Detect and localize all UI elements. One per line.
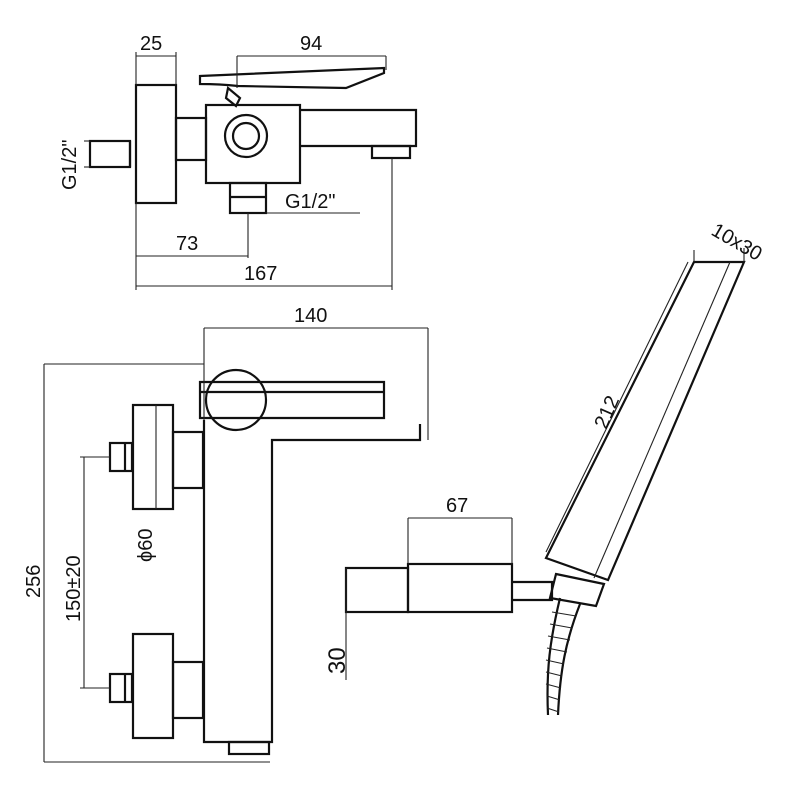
front-nut-lower [108,672,134,704]
hose-outline-right [556,603,582,716]
hand-shower-body [544,260,746,582]
thread-right: G1/2" [285,191,335,213]
dim-67: 67 [446,495,468,517]
dim-30: 30 [324,647,351,674]
dim-60: ϕ60 [135,529,157,562]
hose-outline-left [546,597,562,716]
top-connector [174,116,208,162]
dim-94: 94 [300,33,322,55]
front-lever [198,380,386,420]
dim-73: 73 [176,233,198,255]
top-cartridge-outer [223,113,269,159]
top-view: 25 94 G1/2" G1/2" 73 167 [59,33,418,290]
front-view: 140 256 150±20 ϕ60 [23,305,429,763]
dim-212: 212 [590,393,624,432]
front-body [202,420,422,744]
holder-arm [512,580,554,602]
top-wall-plate [134,83,178,205]
hand-shower: 212 10x30 [544,219,766,716]
hose-ribs [545,611,577,713]
front-cartridge-ring [204,368,268,432]
hand-shower-connector [548,572,606,608]
top-aerator [370,144,412,160]
dim-256: 256 [23,565,45,598]
dim-10x30: 10x30 [708,219,766,265]
holder-side [344,566,410,614]
front-flange-lower [131,632,175,740]
dim-167: 167 [244,263,277,285]
front-flange-upper [131,403,175,511]
dim-140: 140 [294,305,327,327]
thread-left: G1/2" [59,140,81,190]
top-cartridge-inner [231,121,261,151]
holder-wall-plate [406,562,514,614]
top-lever [198,66,386,90]
front-nut-upper [108,441,134,473]
top-lever-stem [224,85,242,108]
dim-25: 25 [140,33,162,55]
dim-150: 150±20 [63,555,85,622]
top-inlet-nut [88,139,132,169]
front-diverter-knob [227,740,271,756]
shower-holder: 67 30 [324,495,554,680]
front-connector-upper [171,430,205,490]
top-spout [300,108,418,148]
front-connector-lower [171,660,205,720]
